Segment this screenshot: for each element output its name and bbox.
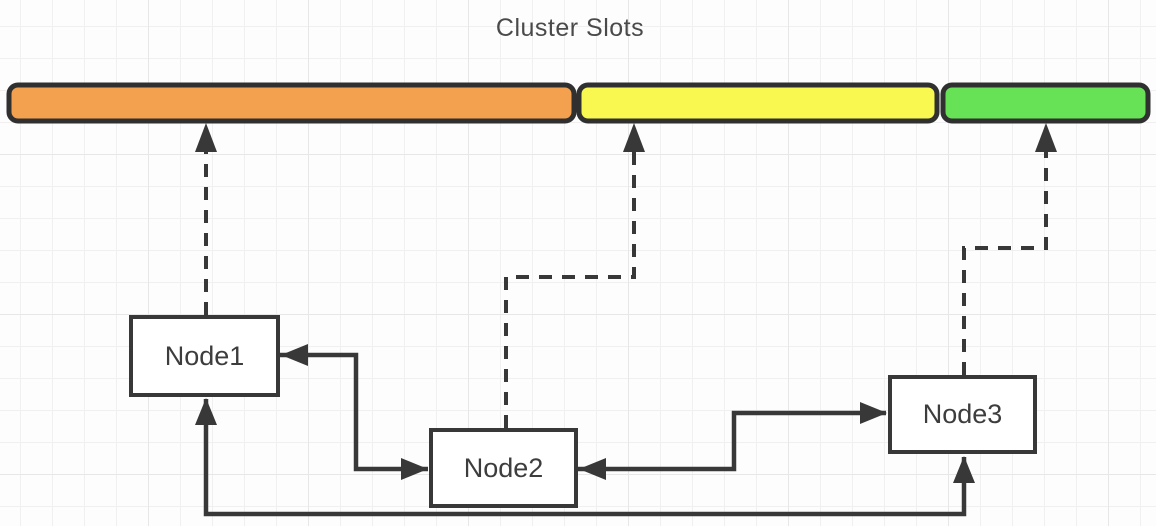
slot-segment-yellow (576, 82, 940, 124)
cluster-slots-bar (6, 82, 1151, 124)
node2-box: Node2 (429, 428, 578, 508)
arrowhead-into-node3-bottom (953, 456, 975, 483)
node2-label: Node2 (463, 452, 544, 483)
arrowhead-into-node3-left (860, 402, 887, 424)
arrowhead-into-node1-right (281, 344, 308, 366)
arrowhead-into-node2-left (401, 458, 428, 480)
node3-label: Node3 (922, 399, 1003, 429)
link-node2-node3 (578, 410, 886, 472)
arrowhead-up-into-orange (195, 123, 217, 152)
arrowhead-into-node2-right (579, 458, 606, 480)
dashed-node2-to-yellow (504, 151, 636, 428)
node1-box: Node1 (129, 315, 280, 397)
link-node1-node2 (280, 352, 428, 472)
slot-assignment-lines (204, 151, 1048, 428)
slot-segment-green (940, 82, 1151, 124)
arrowhead-up-into-yellow (623, 123, 645, 152)
link-node1-node3 (203, 399, 967, 517)
node-link-lines (203, 352, 967, 517)
node3-box: Node3 (888, 375, 1037, 454)
dashed-node3-to-green (962, 151, 1048, 375)
node1-label: Node1 (164, 340, 245, 371)
arrowhead-up-into-green (1035, 123, 1057, 152)
diagram-title: Cluster Slots (495, 14, 645, 42)
slot-segment-orange (6, 82, 577, 124)
arrowheads (195, 123, 1057, 483)
arrowhead-into-node1-bottom (195, 398, 217, 425)
